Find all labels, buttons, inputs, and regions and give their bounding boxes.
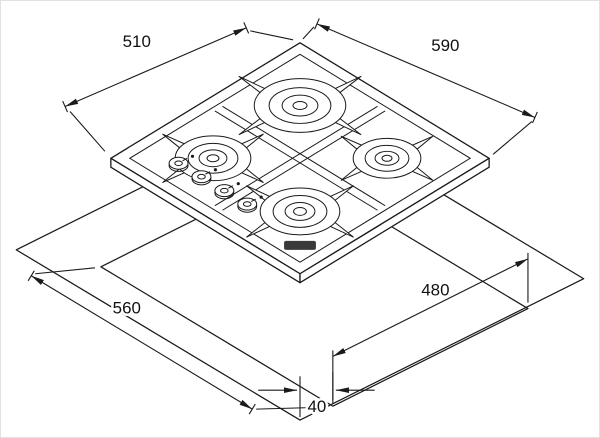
control-knob	[168, 154, 195, 172]
knob-pointer	[228, 185, 234, 189]
knob-pointer	[205, 171, 211, 175]
dimension-top-left: 510	[62, 22, 294, 152]
dimension-bottom-left: 560	[27, 267, 327, 415]
hob	[110, 42, 490, 284]
knob-pointer	[250, 198, 256, 203]
dimension-line	[332, 258, 529, 357]
knob-indicator-dot	[190, 154, 195, 158]
knob-indicator-dot	[236, 182, 240, 186]
burner-center	[293, 206, 307, 216]
control-knob	[214, 182, 240, 200]
dimension-label: 510	[123, 32, 151, 51]
burner-left	[174, 135, 252, 182]
dimension-line	[30, 275, 253, 410]
knob-hub	[242, 201, 252, 207]
burner-center	[292, 101, 308, 110]
knob-hub	[220, 187, 229, 194]
dimension-bottom-right: 480	[332, 252, 529, 401]
end-tick	[243, 22, 250, 34]
brand-logo	[284, 240, 316, 250]
burner-right	[352, 137, 422, 179]
rail	[214, 105, 378, 207]
extension-line	[35, 267, 95, 275]
dimension-label: 560	[113, 299, 141, 318]
dimension-label: 40	[308, 397, 327, 416]
knob-hub	[197, 173, 206, 180]
extension-line	[256, 406, 327, 410]
knob-hub	[174, 160, 183, 167]
dimension-bottom-center: 40	[258, 372, 375, 419]
knob-indicator-dot	[213, 168, 217, 172]
hob-inner-border	[128, 53, 472, 263]
dimension-label: 590	[431, 36, 459, 55]
control-knob	[237, 195, 263, 213]
extension-line	[302, 26, 315, 40]
hob-top-face	[110, 42, 490, 275]
extension-line	[69, 111, 106, 152]
rail	[222, 105, 386, 207]
dimension-top-right: 590	[302, 18, 538, 155]
burner-back	[253, 78, 347, 133]
end-tick	[248, 403, 256, 415]
control-knobs	[168, 154, 263, 213]
control-knob	[191, 168, 217, 186]
pan-support-rails	[214, 105, 386, 211]
end-tick	[27, 270, 35, 282]
dimension-line	[64, 27, 247, 108]
end-tick	[314, 18, 320, 30]
dimension-line	[316, 23, 536, 118]
burner-center	[381, 154, 393, 162]
rail	[222, 110, 386, 211]
dimension-label: 480	[421, 281, 449, 300]
burner-center	[206, 154, 220, 163]
rail	[214, 110, 378, 211]
burner-front	[259, 187, 341, 236]
extension-line	[250, 30, 294, 41]
end-tick	[62, 100, 68, 113]
end-tick	[532, 111, 538, 124]
extension-line	[492, 121, 533, 155]
knob-indicator-dot	[259, 195, 263, 199]
hob-side-right	[299, 157, 490, 284]
knob-pointer	[182, 157, 188, 162]
